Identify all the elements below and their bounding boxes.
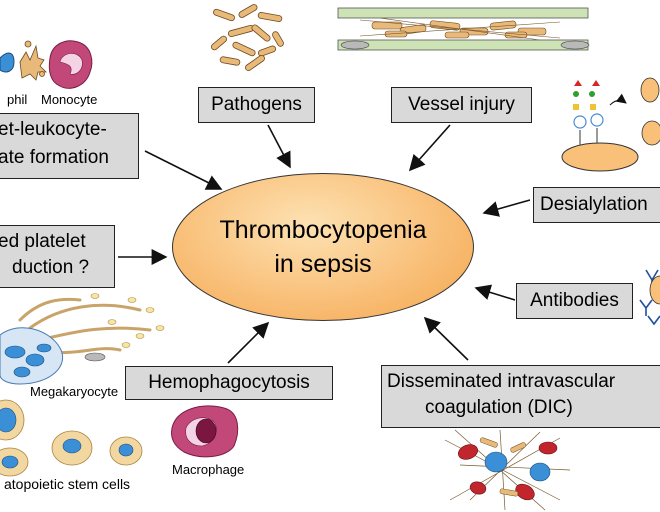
arrow-antibodies (474, 284, 516, 301)
label-antibodies: Antibodies (530, 290, 619, 311)
label-desialylation: Desialylation (540, 194, 648, 215)
monocyte-cell (48, 40, 93, 89)
label-reduced-production-line2: duction ? (12, 257, 90, 278)
vessel-injury-illustration (337, 7, 590, 51)
center-title-line2: in sepsis (274, 250, 372, 278)
megakaryocyte-illustration (0, 293, 165, 385)
box-aggregate-formation: et-leukocyte- ate formation (0, 113, 139, 179)
label-neutrophil: phil (7, 92, 28, 107)
label-reduced-production-line1: ed platelet (0, 231, 86, 252)
label-aggregate-line2: ate formation (0, 147, 109, 168)
label-monocyte: Monocyte (41, 92, 98, 107)
macrophage-illustration (171, 405, 239, 458)
pathogens-illustration (211, 4, 284, 71)
label-vessel-injury: Vessel injury (408, 94, 515, 115)
box-dic: Disseminated intravascular coagulation (… (381, 365, 660, 428)
arrow-pathogens (267, 124, 291, 169)
antibodies-illustration (639, 269, 660, 326)
label-pathogens: Pathogens (211, 94, 302, 115)
label-aggregate-line1: et-leukocyte- (0, 119, 107, 140)
central-ellipse: Thrombocytopenia in sepsis (172, 173, 474, 321)
box-reduced-production: ed platelet duction ? (0, 225, 115, 288)
dic-clot-illustration (444, 429, 571, 511)
center-title-line1: Thrombocytopenia (219, 216, 427, 244)
arrow-aggregate (144, 150, 223, 190)
box-antibodies: Antibodies (516, 283, 633, 319)
leukocytes-illustration (0, 40, 93, 89)
label-hemophagocytosis: Hemophagocytosis (148, 372, 310, 393)
stem-cells-illustration (0, 399, 143, 477)
label-stem-cells: atopoietic stem cells (4, 476, 131, 492)
label-megakaryocyte: Megakaryocyte (30, 384, 119, 399)
arrow-hemophagocytosis (227, 321, 270, 364)
arrow-vessel-injury (408, 124, 451, 172)
box-pathogens: Pathogens (198, 87, 315, 123)
label-macrophage: Macrophage (172, 462, 245, 477)
box-vessel-injury: Vessel injury (391, 87, 532, 123)
desialylation-illustration (561, 77, 660, 172)
label-dic-line2: coagulation (DIC) (425, 397, 573, 418)
box-desialylation: Desialylation (533, 187, 660, 223)
arrow-desialylation (482, 199, 531, 217)
label-dic-line1: Disseminated intravascular (387, 371, 616, 392)
box-hemophagocytosis: Hemophagocytosis (125, 366, 333, 400)
arrow-dic (423, 316, 469, 361)
